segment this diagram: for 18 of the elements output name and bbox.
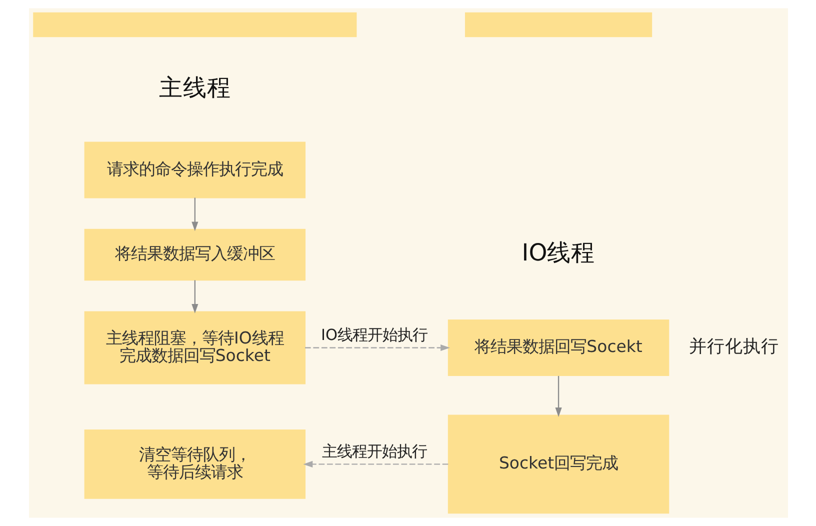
node-box: 清空等待队列，等待后续请求 xyxy=(84,430,306,499)
label: IO线程 xyxy=(521,238,595,267)
arrow xyxy=(191,280,198,314)
label: 主线程 xyxy=(158,73,230,102)
node-box xyxy=(464,12,652,38)
node-box: 请求的命令操作执行完成 xyxy=(84,142,306,198)
node-label: 并行化执行 xyxy=(688,336,778,357)
node-box: 将结果数据回写Socekt xyxy=(447,319,669,376)
edge-label: IO线程开始执行 xyxy=(320,326,428,344)
node-box xyxy=(32,12,356,38)
node-box: Socket回写完成 xyxy=(447,414,669,514)
arrow xyxy=(302,460,448,468)
edge-label: 主线程开始执行 xyxy=(321,442,426,460)
node-box: 主线程阻塞，等待IO线程完成数据回写Socket xyxy=(84,311,306,384)
arrow xyxy=(554,376,562,417)
node-box: 将结果数据写入缓冲区 xyxy=(84,228,306,281)
arrow xyxy=(304,344,450,352)
arrow xyxy=(191,198,198,232)
